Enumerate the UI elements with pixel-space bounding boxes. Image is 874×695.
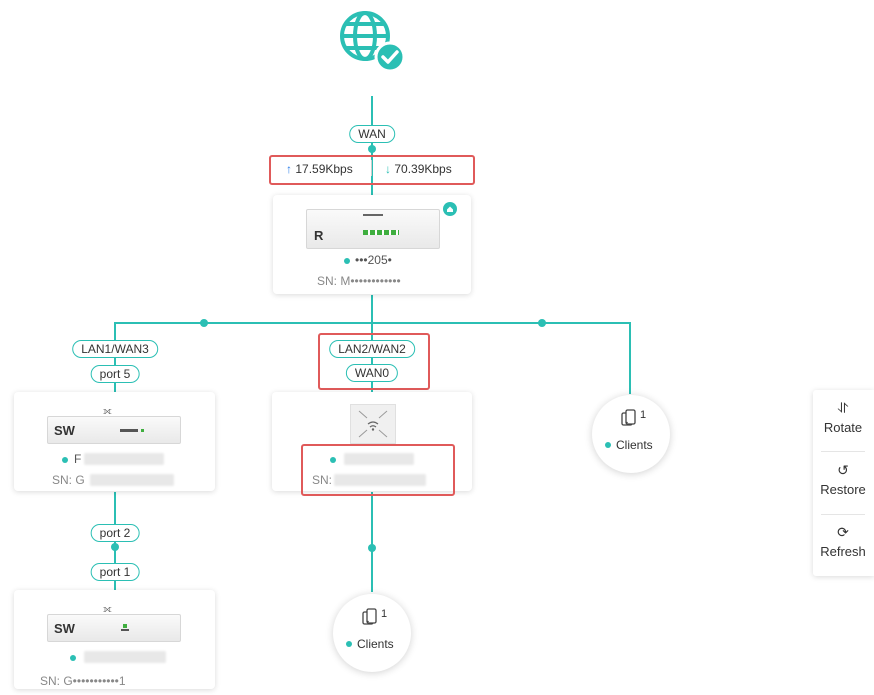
link-dot bbox=[200, 319, 208, 327]
switch2-device-image: SW bbox=[47, 614, 181, 642]
lan2-port-label: LAN2/WAN2 bbox=[329, 340, 415, 358]
switch1-downlink-label: port 2 bbox=[90, 524, 140, 542]
clients-count: 1 bbox=[381, 608, 388, 620]
device-icon bbox=[620, 409, 638, 432]
download-speed: ↓ 70.39Kbps bbox=[385, 162, 452, 176]
router-serial: SN: M•••••••••••• bbox=[317, 274, 401, 288]
upload-arrow-icon: ↑ bbox=[286, 162, 292, 176]
rotate-label: Rotate bbox=[823, 420, 863, 435]
device-icon bbox=[361, 608, 379, 631]
router-status-dot bbox=[344, 258, 350, 264]
clients-label: Clients bbox=[616, 438, 653, 452]
ap-status-dot bbox=[330, 457, 336, 463]
home-badge-icon bbox=[443, 202, 457, 216]
rotate-icon: ⥯ bbox=[837, 400, 849, 416]
switch2-uplink-label: port 1 bbox=[90, 563, 140, 581]
ap-port-label: WAN0 bbox=[345, 364, 399, 382]
ap-serial-redacted bbox=[334, 474, 426, 486]
topology-toolbar: ⥯ Rotate ↺ Restore ⟳ Refresh bbox=[813, 390, 874, 576]
link-dot bbox=[368, 544, 376, 552]
refresh-label: Refresh bbox=[820, 544, 866, 559]
link-dot bbox=[368, 145, 376, 153]
lan1-port-label: LAN1/WAN3 bbox=[72, 340, 158, 358]
switch1-led-icon bbox=[141, 429, 144, 432]
switch1-name: F bbox=[74, 452, 82, 466]
lan2-highlight bbox=[318, 333, 430, 390]
toolbar-divider bbox=[821, 514, 865, 515]
switch-icon: ⟗ bbox=[103, 406, 112, 417]
switch2-serial: SN: G•••••••••••1 bbox=[40, 674, 126, 688]
switch2-model-letter: SW bbox=[54, 621, 75, 636]
restore-button[interactable]: ↺ Restore bbox=[813, 462, 873, 512]
download-arrow-icon: ↓ bbox=[385, 162, 391, 176]
router-led-icon bbox=[363, 214, 383, 216]
refresh-icon: ⟳ bbox=[837, 524, 849, 540]
switch2-ports-icon bbox=[123, 624, 127, 628]
switch1-port-label: port 5 bbox=[90, 365, 140, 383]
clients-count: 1 bbox=[640, 409, 647, 421]
link-dot bbox=[111, 543, 119, 551]
switch1-serial: SN: G bbox=[52, 473, 85, 487]
switch1-ports-icon bbox=[120, 429, 138, 432]
clients-drop-line bbox=[629, 322, 631, 394]
clients-status-dot bbox=[605, 442, 611, 448]
router-model-letter: R bbox=[314, 228, 324, 243]
switch1-card[interactable]: ⟗ SW F SN: G bbox=[14, 392, 215, 491]
upload-speed: ↑ 17.59Kbps bbox=[286, 162, 353, 176]
ap-device-image bbox=[350, 404, 396, 444]
clients-node-bottom[interactable]: 1 Clients bbox=[333, 594, 411, 672]
switch-icon: ⟗ bbox=[103, 604, 112, 615]
switch2-name-redacted bbox=[84, 651, 166, 663]
speed-divider bbox=[371, 160, 372, 176]
restore-icon: ↺ bbox=[837, 462, 849, 478]
toolbar-divider bbox=[821, 451, 865, 452]
clients-node-right[interactable]: 1 Clients bbox=[592, 395, 670, 473]
router-card[interactable]: R •••205• SN: M•••••••••••• bbox=[273, 195, 471, 294]
ap-serial: SN: bbox=[312, 473, 333, 487]
ap-card[interactable]: SN: bbox=[272, 392, 472, 491]
switch1-model-letter: SW bbox=[54, 423, 75, 438]
switch2-card[interactable]: ⟗ SW SN: G•••••••••••1 bbox=[14, 590, 215, 689]
switch2-status-dot bbox=[70, 655, 76, 661]
ap-name-redacted bbox=[344, 453, 414, 465]
switch1-status-dot bbox=[62, 457, 68, 463]
restore-label: Restore bbox=[820, 482, 866, 497]
internet-globe-icon[interactable] bbox=[333, 6, 407, 76]
link-dot bbox=[538, 319, 546, 327]
speed-highlight bbox=[269, 155, 475, 185]
switch1-device-image: SW bbox=[47, 416, 181, 444]
switch2-ports-icon bbox=[121, 629, 129, 631]
clients-status-dot bbox=[346, 641, 352, 647]
clients-label: Clients bbox=[357, 637, 394, 651]
router-ports-icon bbox=[363, 230, 399, 235]
router-down-line bbox=[371, 295, 373, 323]
router-device-image: R bbox=[306, 209, 440, 249]
switch1-serial-redacted bbox=[90, 474, 174, 486]
rotate-button[interactable]: ⥯ Rotate bbox=[813, 400, 873, 450]
wan-port-label: WAN bbox=[349, 125, 395, 143]
switch1-name-redacted bbox=[84, 453, 164, 465]
router-name: •••205• bbox=[355, 253, 392, 267]
refresh-button[interactable]: ⟳ Refresh bbox=[813, 524, 873, 574]
ap-info-highlight bbox=[301, 444, 455, 496]
ap-down-line bbox=[371, 492, 373, 592]
